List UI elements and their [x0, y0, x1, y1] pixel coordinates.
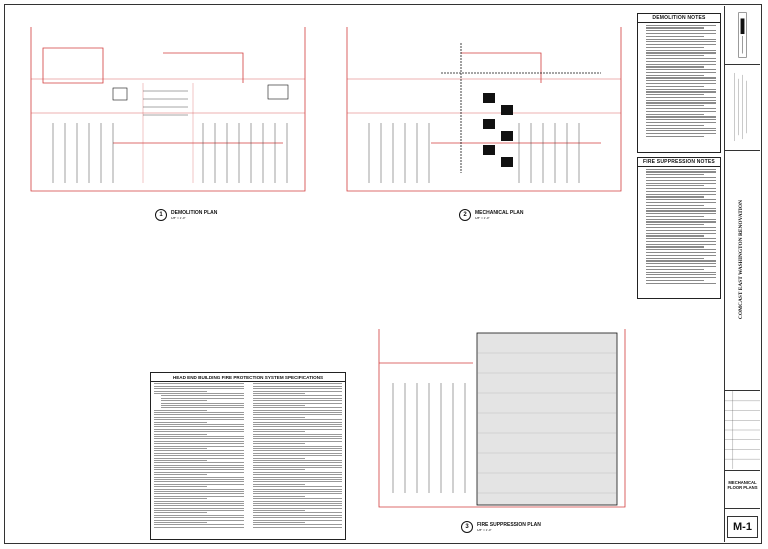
fire-plan-label: 3 FIRE SUPPRESSION PLAN 1/8" = 1'-0"	[461, 521, 541, 533]
consultant-stamp-icon	[734, 72, 747, 142]
plan-number-badge: 2	[459, 209, 471, 221]
mechanical-plan	[341, 23, 627, 198]
sheet-number: M-1	[727, 516, 758, 538]
plan-title: MECHANICAL PLAN	[475, 210, 524, 216]
logo-cell	[725, 6, 760, 65]
demolition-plan-drawing	[30, 27, 306, 192]
specifications-box: HEAD END BUILDING FIRE PROTECTION SYSTEM…	[150, 372, 346, 540]
fire-notes-title: FIRE SUPPRESSION NOTES	[638, 158, 720, 167]
plan-title: DEMOLITION PLAN	[171, 210, 218, 216]
fire-notes-lines	[638, 168, 720, 284]
plan-title: FIRE SUPPRESSION PLAN	[477, 522, 541, 528]
project-name-cell: COMCAST EAST WASHINGTON RENOVATION	[725, 150, 760, 391]
revisions-table	[725, 391, 760, 469]
sheet-title-cell: MECHANICAL FLOOR PLANS	[725, 470, 760, 509]
demolition-plan	[23, 23, 313, 198]
demolition-notes-box: DEMOLITION NOTES	[637, 13, 721, 153]
plan-scale: 1/8" = 1'-0"	[477, 528, 492, 532]
sheet-title: MECHANICAL FLOOR PLANS	[727, 480, 758, 490]
title-block: COMCAST EAST WASHINGTON RENOVATION MECHA…	[724, 6, 760, 542]
demolition-plan-label: 1 DEMOLITION PLAN 1/8" = 1'-0"	[155, 209, 217, 221]
fire-suppression-plan	[373, 323, 631, 513]
fire-suppression-notes-box: FIRE SUPPRESSION NOTES	[637, 157, 721, 299]
mechanical-plan-drawing	[346, 27, 622, 192]
consultant-cell	[725, 64, 760, 151]
firm-logo-icon	[738, 12, 747, 58]
project-name: COMCAST EAST WASHINGTON RENOVATION	[738, 200, 744, 320]
specifications-body	[151, 382, 345, 528]
revisions-cell	[725, 390, 760, 471]
fire-suppression-plan-drawing	[378, 329, 626, 508]
demolition-notes-title: DEMOLITION NOTES	[638, 14, 720, 23]
plan-scale: 1/8" = 1'-0"	[475, 216, 490, 220]
plan-number-badge: 3	[461, 521, 473, 533]
mechanical-plan-label: 2 MECHANICAL PLAN 1/8" = 1'-0"	[459, 209, 524, 221]
plan-scale: 1/8" = 1'-0"	[171, 216, 186, 220]
drawing-sheet: 1 DEMOLITION PLAN 1/8" = 1'-0"	[4, 4, 762, 544]
plan-number-badge: 1	[155, 209, 167, 221]
demolition-notes-lines	[638, 24, 720, 138]
specifications-title: HEAD END BUILDING FIRE PROTECTION SYSTEM…	[151, 373, 345, 382]
